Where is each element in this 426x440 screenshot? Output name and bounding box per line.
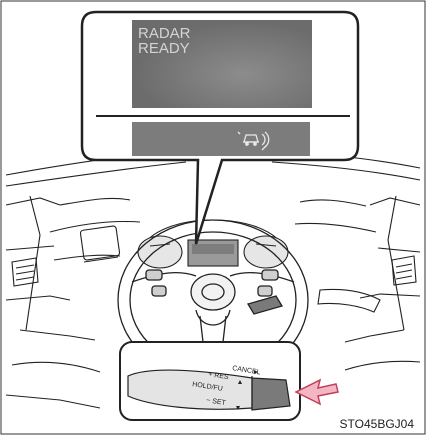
figure-code: STO45BGJ04 [340, 417, 415, 431]
display-text-ready: READY [138, 40, 190, 57]
indicator-strip [132, 122, 310, 156]
